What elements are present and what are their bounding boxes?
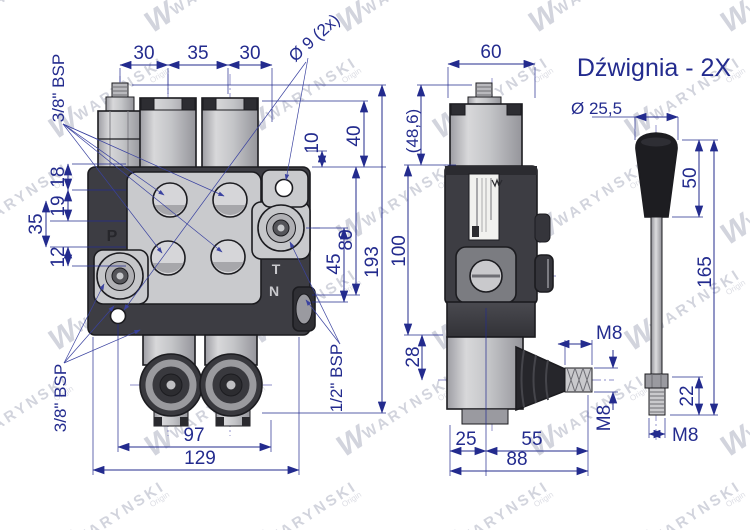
dim-45: 45	[324, 253, 345, 274]
dim-88: 88	[506, 449, 527, 470]
label-mount-holes: Ø 9 (2x)	[285, 10, 343, 65]
front-dimensions: 30 35 30 18 19 35 12	[26, 10, 387, 475]
dim-40: 40	[344, 125, 365, 146]
dim-35-top: 35	[187, 43, 208, 64]
label-bsp-top: 3/8" BSP	[49, 54, 68, 122]
dim-30-right: 30	[239, 43, 260, 64]
front-view: P T N 30 35 30	[26, 10, 387, 475]
label-bsp-bottom: 3/8" BSP	[51, 364, 70, 432]
port-label-n: N	[269, 283, 279, 299]
dim-55: 55	[521, 429, 542, 450]
label-m8-thread: M8	[596, 323, 622, 344]
lever-drawing	[635, 132, 678, 416]
dim-thread-length: 22	[677, 385, 698, 406]
front-valve-body: P T N	[87, 82, 316, 427]
dim-12: 12	[48, 246, 69, 267]
dim-129: 129	[184, 448, 216, 469]
dim-28: 28	[403, 346, 424, 367]
dim-total-height: 165	[695, 256, 716, 288]
dim-100: 100	[389, 235, 410, 267]
dim-30-left: 30	[133, 43, 154, 64]
dim-48-6: (48,6)	[403, 109, 422, 153]
label-m8-diameter: M8	[594, 405, 615, 431]
side-dimensions: 60 (48,6) 100 28 25	[389, 42, 622, 476]
dim-35-left: 35	[26, 213, 47, 234]
dim-18: 18	[48, 166, 69, 187]
label-m8-lever: M8	[672, 425, 698, 446]
dim-knob-diameter: Ø 25,5	[571, 99, 622, 118]
dim-19: 19	[48, 195, 69, 216]
lever-view: Dźwignia - 2X Ø 25,5	[571, 54, 731, 446]
front-port-bosses	[96, 204, 305, 300]
port-label-t: T	[272, 261, 281, 277]
port-label-p: P	[107, 228, 118, 245]
side-view: 60 (48,6) 100 28 25	[389, 42, 622, 476]
dim-60: 60	[480, 42, 501, 63]
lever-title: Dźwignia - 2X	[577, 54, 732, 82]
product-sticker	[468, 173, 503, 241]
dim-10: 10	[302, 132, 323, 153]
lever-dimensions: Ø 25,5 50 165 22	[571, 99, 719, 446]
dim-25: 25	[455, 429, 476, 450]
side-valve-body	[444, 82, 593, 425]
dim-97: 97	[183, 425, 204, 446]
front-spool-caps	[139, 353, 263, 417]
dim-knob-height: 50	[680, 167, 701, 188]
dim-193: 193	[362, 246, 383, 278]
dim-80: 80	[336, 229, 357, 250]
label-bsp-half: 1/2" BSP	[327, 344, 346, 412]
